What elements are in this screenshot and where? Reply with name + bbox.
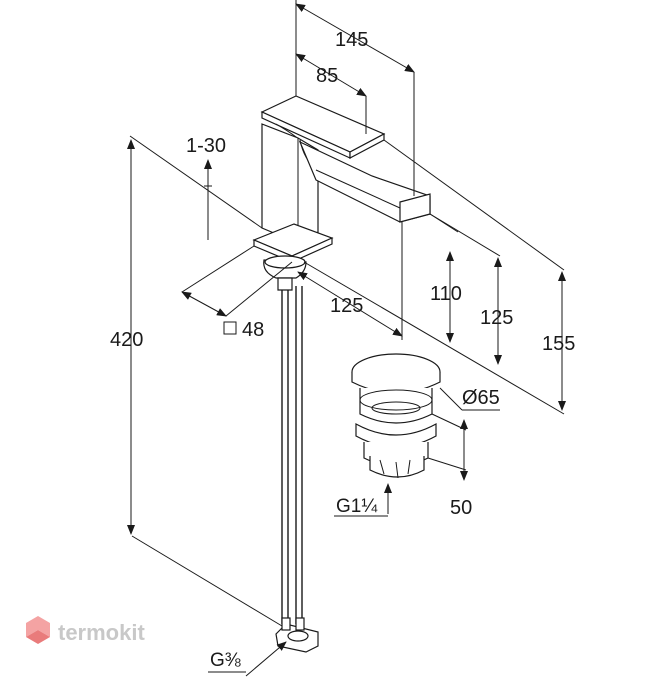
dim-g1-1-4-label: G1¼ (336, 496, 378, 517)
dim-85-label: 85 (316, 65, 338, 87)
dimension-lines (127, 0, 566, 677)
faucet-drawing (252, 95, 431, 653)
drain-valve-drawing (351, 353, 441, 479)
dim-g3-8-label: G⅜ (210, 650, 241, 671)
dim-110-label: 110 (430, 283, 462, 305)
dim-1-30-label: 1-30 (186, 135, 226, 157)
watermark-text: termokit (58, 620, 145, 645)
dimension-labels: 145 85 1-30 420 48 125 110 125 155 Ø65 G… (110, 29, 575, 671)
watermark: termokit (26, 616, 145, 645)
dim-48-label: 48 (242, 319, 264, 341)
dim-155-label: 155 (542, 333, 575, 355)
dim-50-label: 50 (450, 497, 472, 519)
dim-420-label: 420 (110, 329, 143, 351)
dim-65-label: Ø65 (462, 387, 500, 409)
termokit-logo-icon (26, 616, 50, 637)
termokit-logo-lower-icon (26, 630, 50, 644)
dim-125-vertical-label: 125 (480, 307, 513, 329)
dim-125-horizontal-label: 125 (330, 295, 363, 317)
dim-145-label: 145 (335, 29, 368, 51)
